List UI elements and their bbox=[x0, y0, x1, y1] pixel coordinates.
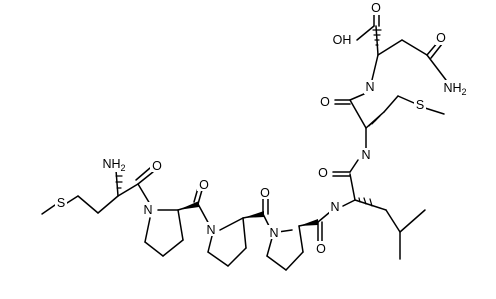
hashed-bond-met1 bbox=[115, 175, 123, 189]
atom-label-layer: OH O O NH2 N O S N O N O NH2 O N O N O bbox=[55, 1, 470, 256]
wedge-bond-pro2 bbox=[243, 211, 264, 218]
atom-label-leu-carbonyl-oxygen: O bbox=[318, 166, 328, 180]
atom-label-amide-oxygen: O bbox=[436, 31, 446, 45]
atom-label-met1-nh2: NH2 bbox=[102, 157, 125, 173]
wedge-bond-pro3 bbox=[299, 219, 318, 226]
stereo-bond-layer bbox=[115, 29, 382, 226]
atom-label-amide-nh2: NH2 bbox=[443, 81, 466, 97]
atom-label-pro3-carbonyl-oxygen: O bbox=[316, 242, 326, 256]
atom-label-met1-carbonyl-oxygen: O bbox=[152, 159, 162, 173]
hashed-bond-leu bbox=[358, 197, 373, 207]
atom-label-met1-sulfur: S bbox=[57, 196, 65, 210]
atom-label-oh: OH bbox=[333, 33, 352, 47]
atom-label-met7-carbonyl-oxygen: O bbox=[320, 95, 330, 109]
hashed-bond-met7 bbox=[368, 115, 381, 127]
wedge-bond-pro1 bbox=[178, 201, 199, 210]
atom-label-met7-nitrogen: N bbox=[361, 148, 370, 162]
atom-label-acid-oxygen: O bbox=[371, 1, 381, 15]
atom-label-pro1-carbonyl-oxygen: O bbox=[199, 178, 209, 192]
atom-label-gln-nitrogen: N bbox=[365, 80, 374, 94]
atom-label-pro1-nitrogen: N bbox=[143, 203, 152, 217]
atom-label-pro3-nitrogen: N bbox=[269, 226, 278, 240]
atom-label-pro2-nitrogen: N bbox=[206, 223, 215, 237]
bond-layer bbox=[41, 12, 447, 271]
atom-label-met7-sulfur: S bbox=[416, 98, 424, 112]
atom-label-pro2-carbonyl-oxygen: O bbox=[260, 186, 270, 200]
hashed-bond-gln bbox=[372, 29, 382, 46]
atom-label-leu-nitrogen: N bbox=[330, 200, 339, 214]
